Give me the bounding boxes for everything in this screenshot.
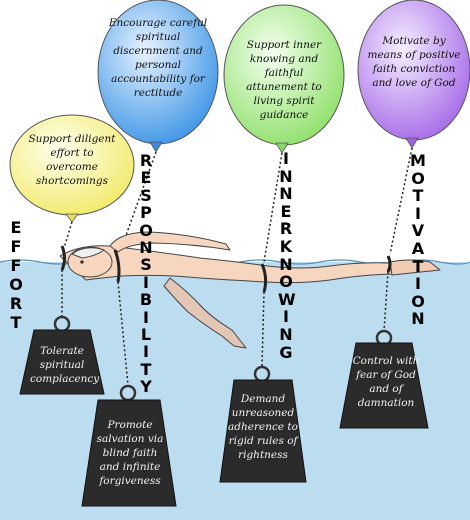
label-effort: EFFORT xyxy=(9,218,23,332)
swimmer xyxy=(59,231,441,349)
balloon-text-motivation: Motivate by means of positive faith conv… xyxy=(367,35,461,89)
balloon-yellow xyxy=(9,114,135,223)
weight-second xyxy=(81,384,177,507)
weight-third xyxy=(219,365,307,483)
weight-text-inner-knowing: Demand unreasoned adherence to rigid rul… xyxy=(228,393,298,461)
balloon-text-responsibility: Encourage careful spiritual discernment … xyxy=(108,17,208,99)
weight-text-motivation: Control with fear of God and of damnatio… xyxy=(352,355,420,409)
weight-text-effort: Tolerate spiritual complacency xyxy=(30,345,100,385)
weight-text-responsibility: Promote salvation via blind faith and in… xyxy=(96,419,164,487)
swimmer-bands xyxy=(60,245,392,293)
label-responsibility: RESPONSIBILITY xyxy=(139,151,153,397)
weight-right xyxy=(339,329,429,429)
balloon-blue xyxy=(97,0,219,153)
balloon-text-inner-knowing: Support inner knowing and faithful attun… xyxy=(246,39,322,121)
balloon-green xyxy=(223,4,345,154)
label-motivation: MOTIVATION xyxy=(410,151,426,329)
balloon-text-effort: Support diligent effort to overcome shor… xyxy=(28,133,116,187)
balloon-purple xyxy=(357,0,470,149)
weight-left xyxy=(19,315,105,395)
weight-chains xyxy=(61,270,389,386)
label-inner-knowing: INNER KNOWING xyxy=(278,149,296,362)
balloon-strings xyxy=(63,147,413,263)
